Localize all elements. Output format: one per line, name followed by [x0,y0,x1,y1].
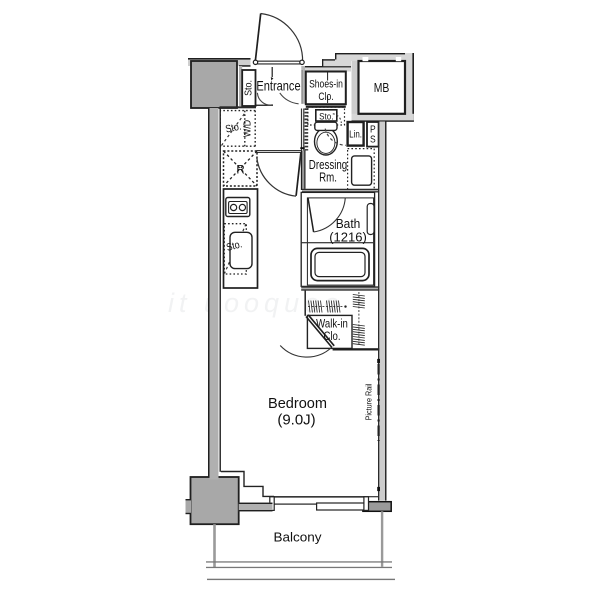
svg-text:Walk-in: Walk-in [316,318,348,331]
svg-text:R: R [236,165,244,177]
svg-text:it uooquoo: it uooquoo [168,288,344,318]
svg-text:Sto.: Sto. [319,111,333,122]
svg-text:Shoes-in: Shoes-in [309,79,343,91]
svg-text:Sto.: Sto. [243,80,255,96]
svg-text:Clo.: Clo. [318,91,333,103]
svg-text:W/D: W/D [242,120,254,137]
svg-text:Lin.: Lin. [349,129,362,140]
svg-text:P: P [370,124,376,135]
svg-text:Sto.: Sto. [225,239,243,255]
svg-text:Rm.: Rm. [319,171,337,184]
svg-text:Entrance: Entrance [256,78,300,93]
svg-text:Balcony: Balcony [273,530,321,545]
svg-text:Bath: Bath [336,217,361,232]
svg-text:(9.0J): (9.0J) [277,412,315,429]
svg-text:Dressing: Dressing [309,159,347,172]
svg-text:MB: MB [374,81,390,95]
svg-text:Bedroom: Bedroom [268,396,327,412]
svg-text:Sto.: Sto. [224,121,242,136]
svg-text:Picture Rail: Picture Rail [364,383,374,420]
svg-text:(1216): (1216) [329,230,367,245]
svg-text:Clo.: Clo. [323,330,340,343]
svg-text:S: S [370,134,376,145]
